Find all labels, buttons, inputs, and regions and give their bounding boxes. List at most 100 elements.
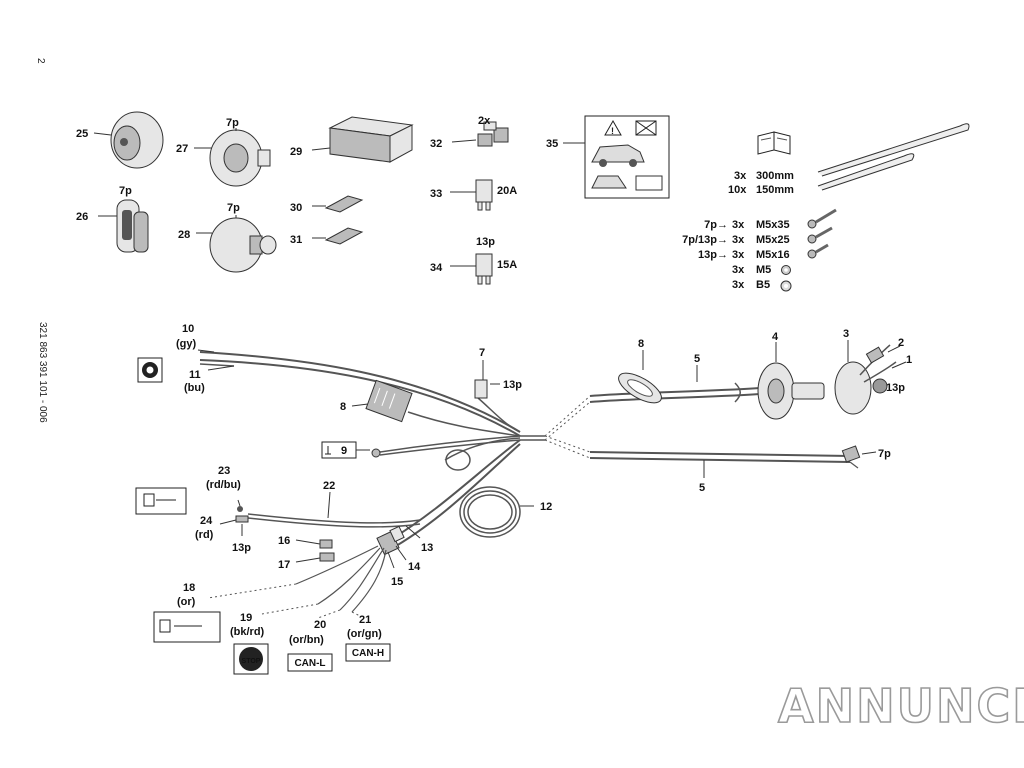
part-27-plate: [194, 128, 271, 187]
part-10-11-icon: [137, 349, 235, 383]
cable-tie-150mm: [817, 153, 915, 191]
label-11: 11: [189, 369, 201, 381]
label-7-pins: 13p: [503, 379, 522, 391]
label-34-pins: 13p: [476, 236, 495, 248]
label-24-pins: 13p: [232, 542, 251, 554]
main-harness: [199, 351, 545, 547]
can-h-box: [345, 643, 391, 662]
label-33-rating: 20A: [497, 185, 517, 197]
label-32: 32: [430, 138, 442, 150]
stop-icon: STOP: [233, 643, 269, 675]
label-17: 17: [278, 559, 290, 571]
svg-text:!: !: [611, 126, 614, 136]
label-21-color: (or/gn): [347, 628, 382, 640]
part-8-connector: [351, 379, 413, 423]
leader-19: [261, 603, 319, 615]
book-icon: [757, 131, 791, 155]
hw-row-4-qty: 3x: [732, 264, 745, 276]
leader-21: [351, 611, 361, 617]
label-11-color: (bu): [184, 382, 205, 394]
part-15-16-17-connectors: [295, 525, 421, 613]
label-35: 35: [546, 138, 558, 150]
part-31-pad: [312, 227, 364, 245]
label-19-color: (bk/rd): [230, 626, 265, 638]
label-12: 12: [540, 501, 552, 513]
part-34-fuse: [450, 253, 493, 285]
label-21: 21: [359, 614, 371, 626]
label-32-qty: 2x: [478, 115, 491, 127]
label-23: 23: [218, 465, 230, 477]
label-27: 27: [176, 143, 188, 155]
leader-18: [207, 583, 297, 599]
hw-row-3-item: M5x16: [756, 249, 790, 261]
label-r2: 2: [898, 337, 904, 349]
part-7-connector: [474, 360, 500, 399]
part-35-sticker: !: [563, 115, 670, 199]
label-22: 22: [323, 480, 335, 492]
label-r3: 3: [843, 328, 849, 340]
part-9-ground: [321, 441, 381, 459]
label-25: 25: [76, 128, 88, 140]
document-code: 321 863 391 101 - 006: [37, 322, 48, 423]
part-28-plate: [196, 215, 277, 273]
label-r5a: 5: [694, 353, 700, 365]
label-27-pins: 7p: [226, 117, 239, 129]
label-13: 13: [421, 542, 433, 554]
hw-row-3-prefix: 13p→: [698, 249, 728, 261]
tie-150-qty: 10x: [728, 184, 747, 196]
label-23-color: (rd/bu): [206, 479, 241, 491]
label-15: 15: [391, 576, 403, 588]
label-8: 8: [340, 401, 346, 413]
label-24-color: (rd): [195, 529, 214, 541]
can-h-label: CAN-H: [352, 648, 384, 659]
hw-row-3-qty: 3x: [732, 249, 745, 261]
part-30-pad: [312, 195, 364, 213]
label-19: 19: [240, 612, 252, 624]
part-26-socket: [98, 199, 149, 253]
watermark-logo: ANNUNCI: [778, 679, 1024, 733]
hw-row-1-qty: 3x: [732, 219, 745, 231]
label-31: 31: [290, 234, 302, 246]
cable-tie-300mm: [817, 123, 970, 177]
part-25-socket: [93, 111, 164, 169]
hw-row-2-prefix: 7p/13p→: [682, 234, 728, 246]
label-30: 30: [290, 202, 302, 214]
hw-row-2-item: M5x25: [756, 234, 790, 246]
label-34-rating: 15A: [497, 259, 517, 271]
label-r5b: 5: [699, 482, 705, 494]
label-18: 18: [183, 582, 195, 594]
label-10: 10: [182, 323, 194, 335]
hw-row-1-item: M5x35: [756, 219, 790, 231]
label-26-pins: 7p: [119, 185, 132, 197]
label-7: 7: [479, 347, 485, 359]
label-r8: 8: [638, 338, 644, 350]
label-r13p: 13p: [886, 382, 905, 394]
tie-300-length: 300mm: [756, 170, 794, 182]
label-33: 33: [430, 188, 442, 200]
part-32-connectors: [451, 121, 509, 147]
stop-text: STOP: [242, 658, 261, 665]
hw-row-4-item: M5: [756, 264, 771, 276]
hw-row-5-qty: 3x: [732, 279, 745, 291]
label-28-pins: 7p: [227, 202, 240, 214]
part-33-fuse: [450, 179, 493, 211]
label-20-color: (or/bn): [289, 634, 324, 646]
tie-150-length: 150mm: [756, 184, 794, 196]
break-lines: [544, 395, 591, 459]
screw-icons: [780, 208, 837, 292]
small-coil: [445, 449, 471, 471]
label-9: 9: [341, 445, 347, 457]
leader-20: [317, 609, 341, 619]
part-29-module: [311, 116, 414, 163]
label-10-color: (gy): [176, 338, 197, 350]
label-r1: 1: [906, 354, 912, 366]
label-18-color: (or): [177, 596, 196, 608]
can-l-label: CAN-L: [294, 658, 325, 669]
fog-lamp-icon: [135, 487, 187, 515]
label-r4: 4: [772, 331, 779, 343]
label-26: 26: [76, 211, 88, 223]
cable-13p-assembly: [589, 340, 907, 420]
label-34: 34: [430, 262, 443, 274]
page-number: 2: [35, 58, 46, 64]
